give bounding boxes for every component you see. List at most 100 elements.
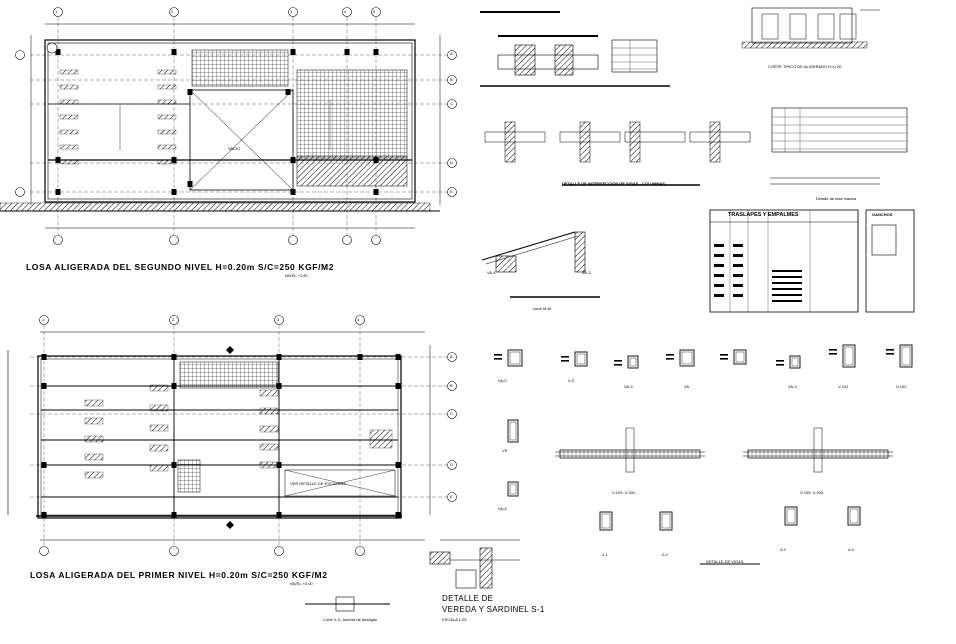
void-cross (189, 89, 294, 191)
axis-a-lower: A (450, 354, 453, 359)
column (41, 462, 47, 468)
axis-2-top-lower: 2 (172, 317, 175, 322)
joist-mark (84, 399, 104, 407)
joist-mark (259, 389, 279, 397)
column (395, 354, 401, 360)
slab-beam (514, 44, 536, 76)
axis-4-top-lower: 4 (357, 317, 360, 322)
rebar-note (720, 358, 728, 360)
connection-beam (624, 131, 686, 143)
joist-mark (59, 69, 79, 75)
axis-d-upper: D (450, 160, 453, 165)
column (276, 462, 282, 468)
pipe-box (335, 596, 355, 612)
section-4-4: 4-4 (848, 547, 854, 552)
splice-table (709, 209, 859, 313)
axis-bubble-side (447, 75, 457, 85)
rebar-note (829, 353, 837, 355)
rebar-note (720, 354, 728, 356)
column (373, 189, 379, 195)
table-cell-mark (733, 244, 743, 247)
axis-bubble-top (169, 315, 179, 325)
axis-b-upper: B (450, 77, 453, 82)
column (187, 89, 193, 95)
rebar-note (776, 360, 784, 362)
pipe-cut-caption: Corte X-X, tubería de desagüe (323, 617, 378, 622)
beam-section (627, 355, 639, 369)
long-beam (747, 449, 889, 459)
ground-band (0, 202, 431, 212)
column (41, 354, 47, 360)
axis-bubble-side (447, 99, 457, 109)
column (55, 189, 61, 195)
rebar-note (494, 358, 502, 360)
axis-bubble-side (447, 158, 457, 168)
detail-drawings (429, 7, 915, 589)
roof-label-va3: VA-3 (582, 270, 591, 275)
column (395, 512, 401, 518)
beam-section (507, 481, 519, 497)
joist-mark (149, 384, 169, 392)
axis-bubble-bottom (355, 546, 365, 556)
joist-mark (59, 114, 79, 120)
beam-section (599, 511, 613, 531)
axis-bubble-top (39, 315, 49, 325)
beam-label-va3b: VA-3 (788, 384, 797, 389)
rebar-note (561, 356, 569, 358)
stirrup (735, 351, 745, 363)
stirrup (509, 421, 517, 441)
beam-section (679, 349, 695, 367)
column (41, 383, 47, 389)
axis-bubble-side (447, 409, 457, 419)
sidewalk-box (455, 569, 477, 589)
corner-mark (46, 42, 58, 54)
axis-bubble-left (15, 187, 25, 197)
joist-mark (157, 144, 177, 150)
column (171, 383, 177, 389)
joist-mark (59, 99, 79, 105)
column (395, 383, 401, 389)
axis-a-upper: A (450, 51, 453, 56)
joist-mark (84, 435, 104, 443)
joist-mark (59, 144, 79, 150)
notes-table (771, 107, 908, 153)
axis-bubble-bottom (274, 546, 284, 556)
void-opening (189, 89, 294, 191)
axis-bubble-side (447, 50, 457, 60)
tiled-area-right (296, 69, 408, 159)
sidewalk-title-1: DETALLE DE (442, 594, 494, 603)
rebar-note (829, 349, 837, 351)
column (373, 49, 379, 55)
column (171, 49, 177, 55)
connection-detail-title: DETALLE DE INTERSECCION DE VIGAS - COLUM… (562, 181, 666, 186)
hatched-strip (296, 155, 408, 187)
joist-mark (157, 99, 177, 105)
rebar-note (614, 360, 622, 362)
axis-bubble-bottom (39, 546, 49, 556)
axis-bubble-top (274, 315, 284, 325)
joist-mark (149, 404, 169, 412)
upper-plan-title: LOSA ALIGERADA DEL SEGUNDO NIVEL H=0.20m… (26, 262, 335, 272)
beam-section (899, 344, 913, 368)
joist-mark (259, 443, 279, 451)
table-cell-mark (714, 244, 724, 247)
column (395, 462, 401, 468)
axis-1-top-upper: 1 (55, 9, 58, 14)
void-label: VACIO (228, 146, 241, 151)
table-cell-mark (733, 294, 743, 297)
hook-table (865, 209, 915, 313)
column (276, 383, 282, 389)
axis-bubble-left (15, 50, 25, 60)
roof-slope (481, 231, 576, 261)
beam-section (842, 344, 856, 368)
column (276, 512, 282, 518)
joist-mark (157, 114, 177, 120)
stirrup (791, 357, 799, 367)
axis-2-top-upper: 2 (171, 9, 174, 14)
stirrup (509, 351, 521, 365)
tiled-area (191, 49, 289, 87)
axis-4-top-upper: 4 (344, 9, 347, 14)
stair-box (284, 469, 396, 497)
